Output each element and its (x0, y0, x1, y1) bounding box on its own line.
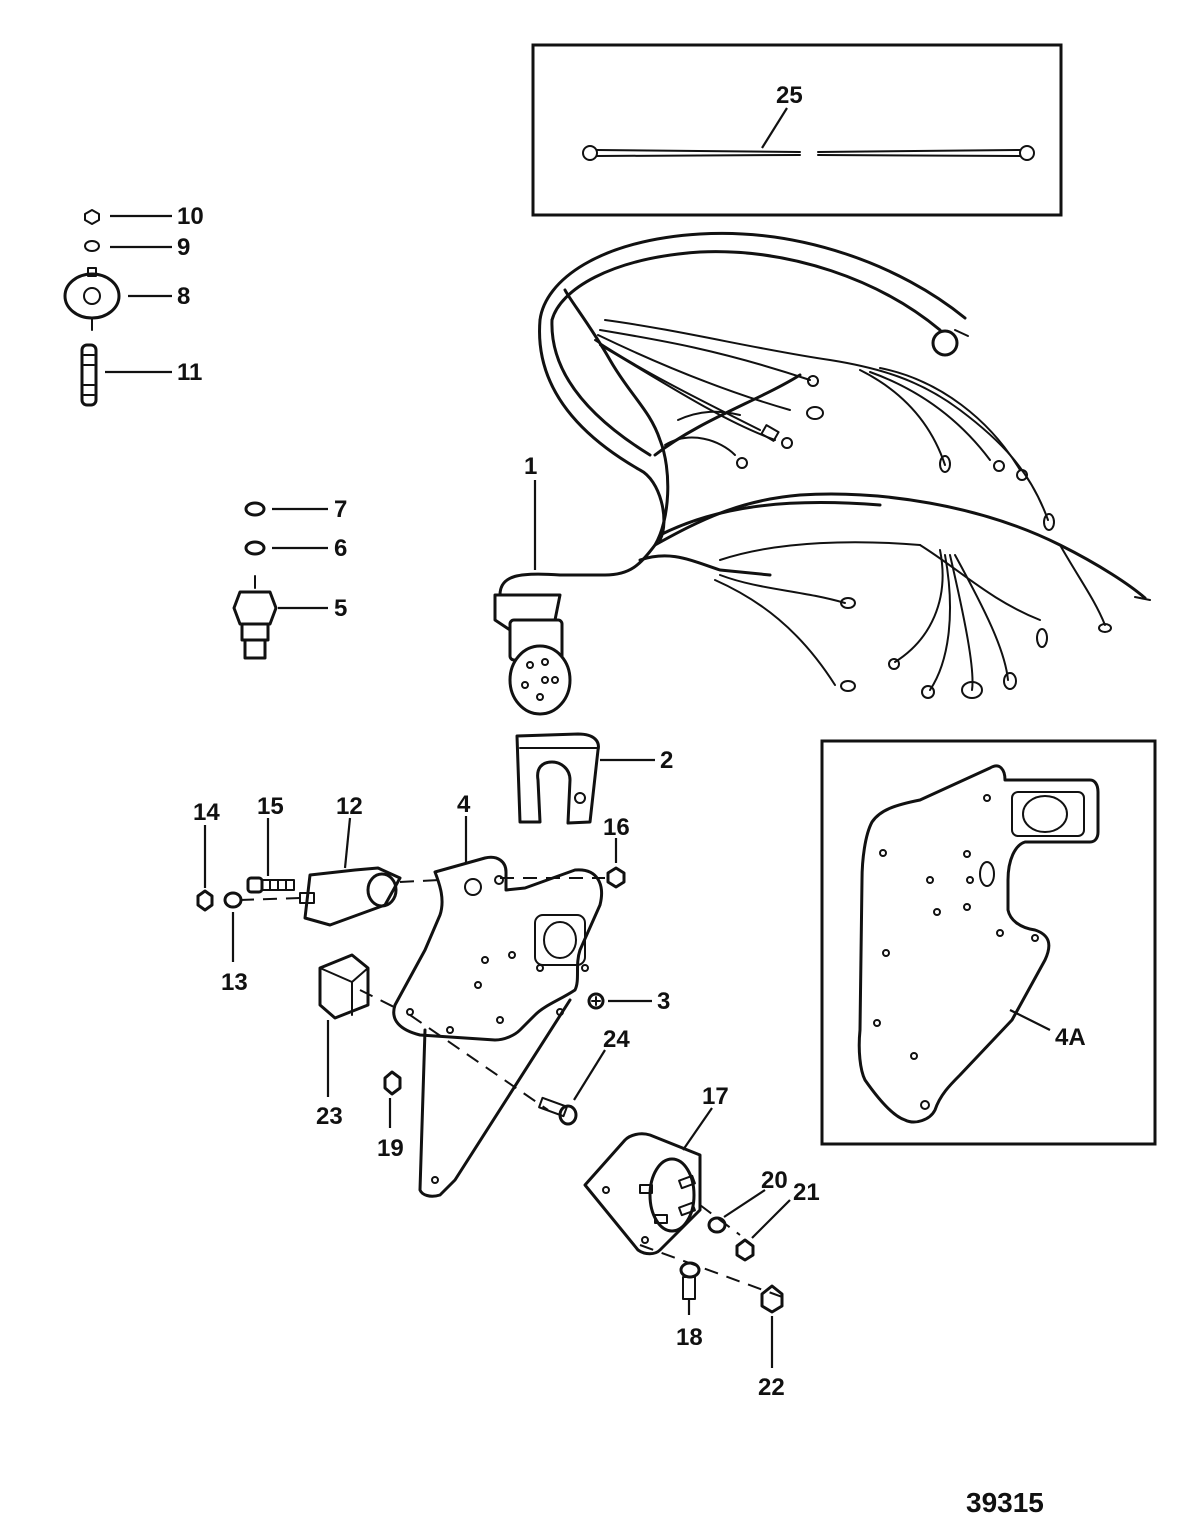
ground-strap (582, 145, 1035, 161)
callout-11: 11 (177, 359, 202, 386)
callout-12: 12 (336, 793, 363, 820)
callout-15: 15 (257, 793, 284, 820)
callout-18: 18 (676, 1324, 703, 1351)
nut-21: 21 (735, 1179, 820, 1262)
callout-23: 23 (316, 1103, 343, 1130)
sender-8: 8 (63, 267, 190, 331)
retainer-2: 2 (515, 732, 673, 825)
washer-13: 13 (221, 891, 248, 996)
callout-4a: 4A (1055, 1024, 1086, 1051)
callout-24: 24 (603, 1026, 630, 1053)
screw-18: 18 (676, 1261, 703, 1351)
washer-6: 6 (244, 535, 347, 562)
callout-2: 2 (660, 747, 673, 774)
callout-8: 8 (177, 283, 190, 310)
callout-10: 10 (177, 203, 204, 230)
nut-14: 14 (193, 799, 220, 912)
callout-9: 9 (177, 234, 190, 261)
callout-16: 16 (603, 814, 630, 841)
screw-24: 24 (538, 1026, 630, 1126)
document-number: 39315 (966, 1487, 1044, 1518)
bracket-12: 12 (299, 793, 402, 927)
stud-11: 11 (80, 343, 202, 407)
sender-5: 5 (232, 575, 347, 660)
callout-3: 3 (657, 988, 670, 1015)
callout-14: 14 (193, 799, 220, 826)
callout-1: 1 (524, 453, 537, 480)
washer-20: 20 (707, 1167, 788, 1234)
callout-21: 21 (793, 1179, 820, 1206)
wiring-harness: 1 (493, 231, 1151, 716)
mounting-plate-4: 4 (392, 791, 603, 1198)
nut-19: 19 (377, 1070, 404, 1162)
callout-7: 7 (334, 496, 347, 523)
plate-4a-inset: 4A (820, 739, 1157, 1146)
nut-10: 10 (84, 203, 204, 230)
callout-4: 4 (457, 791, 471, 818)
block-23: 23 (316, 953, 370, 1130)
ground-strap-inset: 25 (531, 43, 1063, 217)
callout-6: 6 (334, 535, 347, 562)
callout-5: 5 (334, 595, 347, 622)
screw-15: 15 (246, 793, 295, 894)
callout-17: 17 (702, 1083, 729, 1110)
callout-20: 20 (761, 1167, 788, 1194)
screw-3: 3 (587, 988, 670, 1015)
washer-9: 9 (84, 234, 190, 261)
nut-7: 7 (244, 496, 347, 523)
callout-25: 25 (776, 82, 803, 109)
nut-22: 22 (758, 1284, 785, 1401)
callout-22: 22 (758, 1374, 785, 1401)
solenoid-17: 17 (583, 1083, 729, 1256)
nut-16: 16 (603, 814, 630, 889)
callout-13: 13 (221, 969, 248, 996)
callout-19: 19 (377, 1135, 404, 1162)
